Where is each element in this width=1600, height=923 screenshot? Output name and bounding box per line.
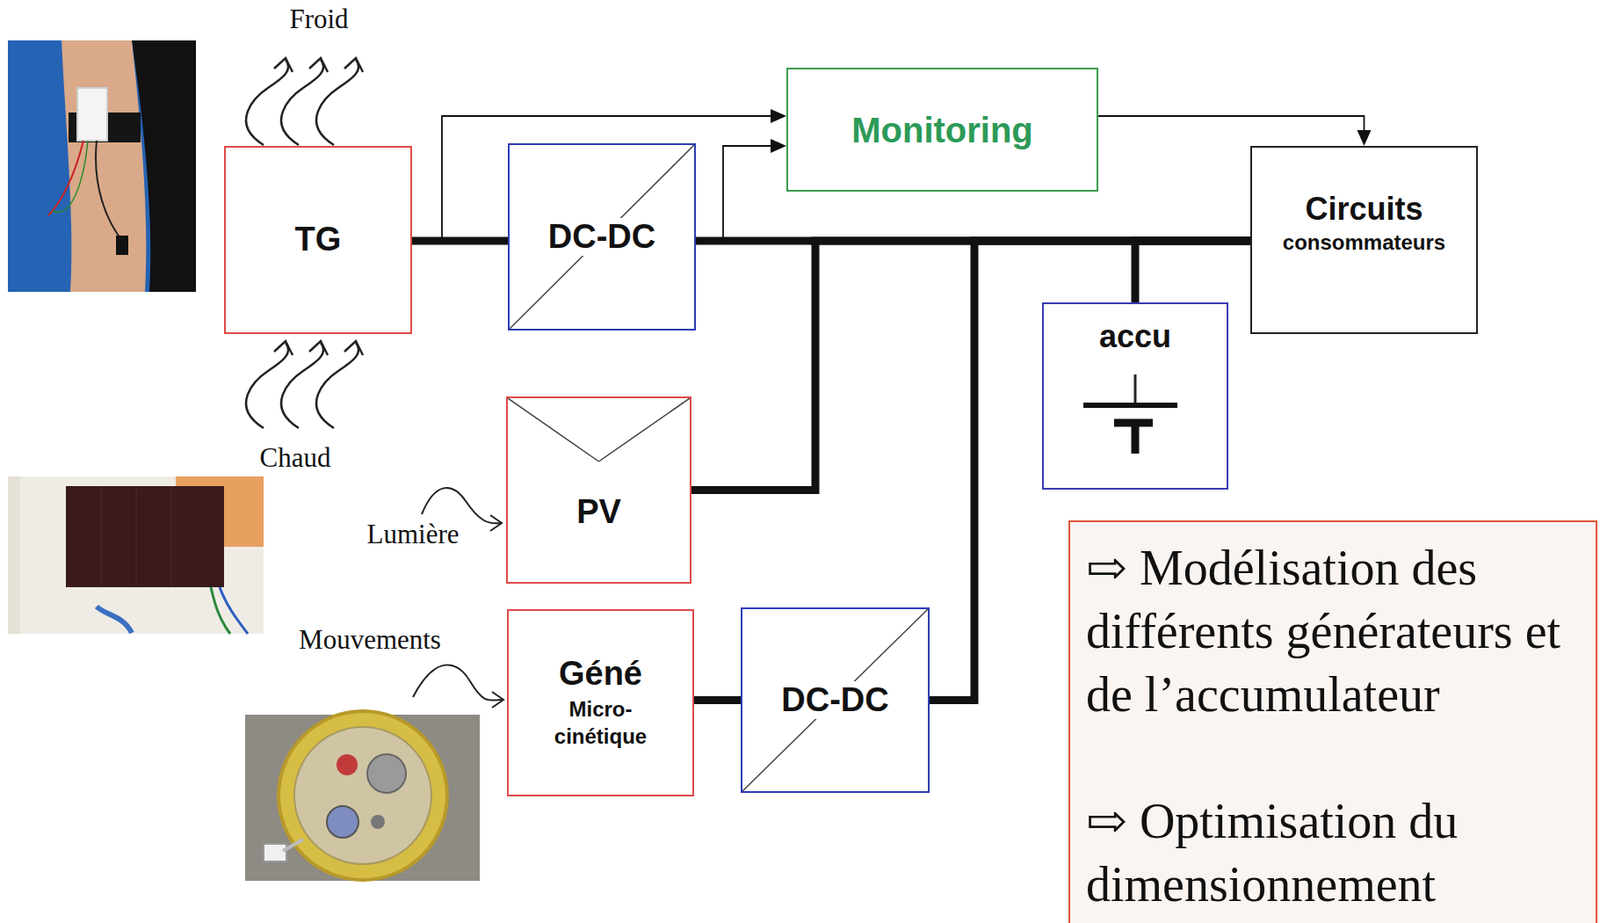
node-text: PV [576,492,622,532]
signal-arrow [695,145,771,241]
arm-photo [7,40,196,292]
power-bus [412,237,508,246]
node-text: TG [295,220,342,260]
node-text: DC-DC [544,217,659,257]
power-bus [1135,240,1251,303]
generator-box: TG [224,145,413,334]
symbol-line [507,398,600,462]
hot-label: Chaud [260,441,332,474]
symbol-line [599,398,691,462]
node-text: Circuits [1304,190,1423,227]
node-text: DC-DC [777,680,892,720]
power-bus [691,240,1251,491]
arrowhead [1357,130,1372,146]
converter-box: DC-DC [507,143,696,331]
power-bus [695,237,1251,246]
symbol-line [742,608,928,791]
arrowhead [770,108,787,124]
node-text: ⇨ Modélisation des différents générateur… [1085,535,1580,726]
symbol-line [1131,422,1140,454]
pv-photo [7,476,264,634]
converter-box: DC-DC [740,607,930,793]
battery-box: accu [1042,302,1229,490]
motion-label: Mouvements [298,623,442,656]
pv-box: PV [506,396,692,584]
node-text: Géné [558,654,643,694]
node-text: consommateurs [1282,230,1446,255]
heat-waves [246,57,363,428]
movement-wave [412,664,504,708]
symbol-line [1134,374,1137,406]
generator-box: GénéMicro-cinétique [506,608,695,797]
pv-symbol [507,398,690,582]
power-bus [694,695,741,704]
node-text: Monitoring [851,109,1034,151]
node-text: Micro-cinétique [543,695,659,750]
symbol-line [509,144,695,329]
arrowhead [770,138,787,153]
monitoring-box: Monitoring [786,67,1099,192]
light-label: Lumière [366,518,459,551]
note-box: ⇨ Modélisation des différents générateur… [1068,520,1598,923]
node-text: accu [1099,318,1172,355]
watch-photo [245,710,480,881]
cold-label: Froid [289,3,348,36]
symbol-line [1083,402,1178,408]
signal-arrow [1098,115,1365,131]
node-text: ⇨ Optimisation du dimensionnement [1085,789,1580,916]
load-box: Circuits consommateurs [1250,145,1478,334]
